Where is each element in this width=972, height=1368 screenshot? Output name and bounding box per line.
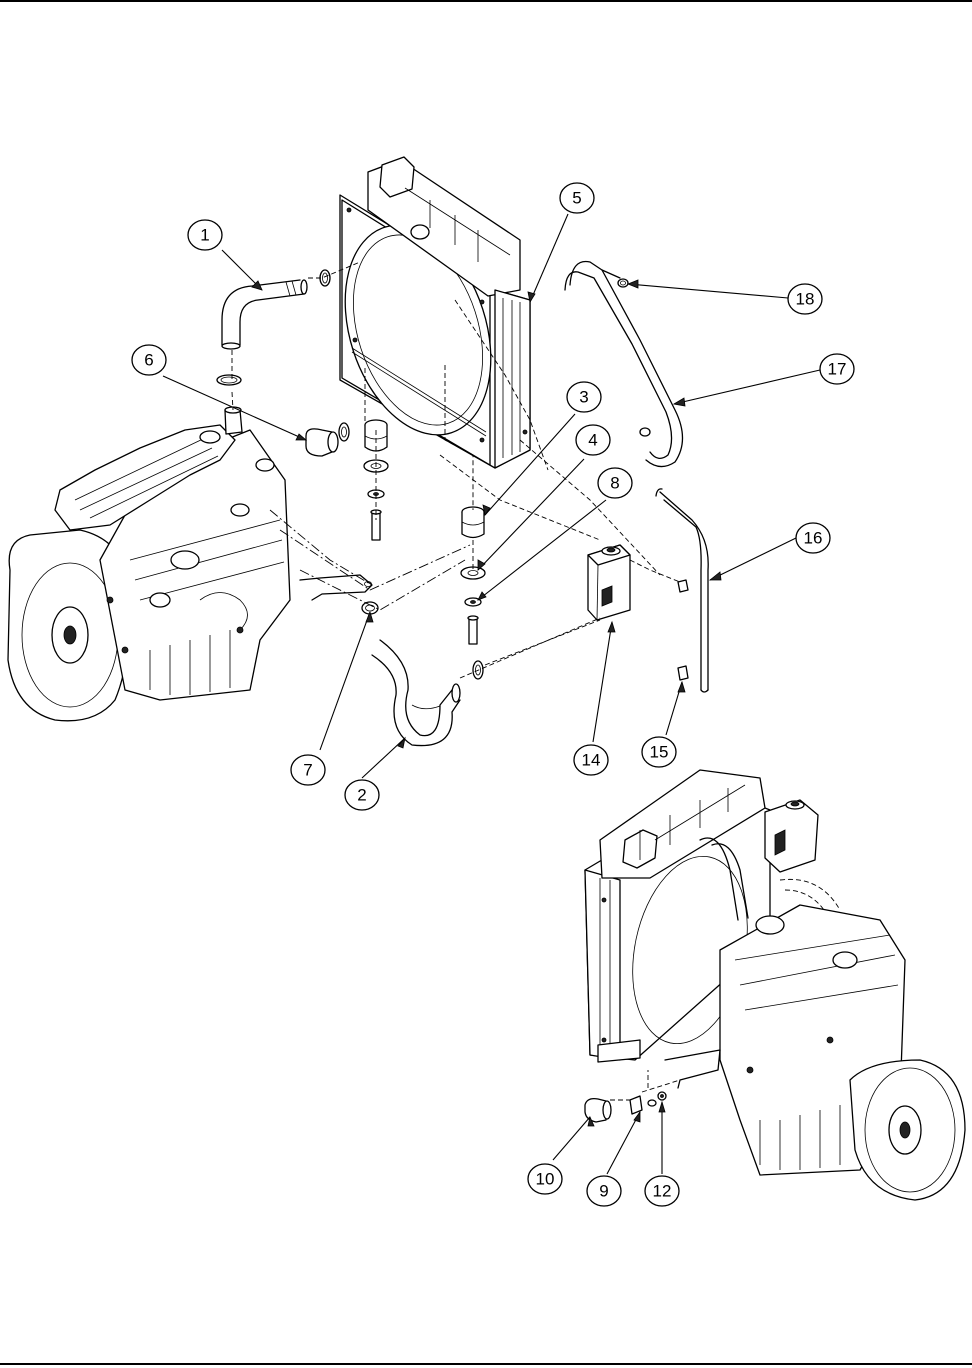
callout-4: 4 [576, 425, 610, 455]
callout-8-label: 8 [610, 474, 619, 493]
callout-10: 10 [528, 1164, 562, 1194]
callout-18: 18 [788, 284, 822, 314]
rubber-mount-6 [306, 429, 338, 456]
hose-clamp-upper [217, 270, 330, 385]
callout-16: 16 [796, 523, 830, 553]
callout-1-label: 1 [200, 226, 209, 245]
callout-14: 14 [574, 745, 608, 775]
callout-4-label: 4 [588, 431, 597, 450]
callout-6: 6 [132, 345, 166, 375]
callout-12: 12 [645, 1176, 679, 1206]
callout-10-label: 10 [536, 1170, 555, 1189]
callout-9-label: 9 [599, 1182, 608, 1201]
callout-15: 15 [642, 737, 676, 767]
callout-3-label: 3 [579, 388, 588, 407]
callout-6-label: 6 [144, 351, 153, 370]
mount-parts-9-10-12 [585, 1092, 666, 1122]
assembled-overflow-tank [765, 800, 818, 872]
coolant-overflow-tank [588, 545, 630, 620]
callout-16-label: 16 [804, 529, 823, 548]
isolator-3 [462, 507, 484, 538]
callout-14-label: 14 [582, 751, 601, 770]
upper-radiator-hose [222, 280, 307, 349]
hose-clamp-18 [618, 279, 628, 287]
callout-2: 2 [345, 780, 379, 810]
callout-3: 3 [567, 382, 601, 412]
engine-left [8, 407, 290, 721]
callout-5-label: 5 [572, 189, 581, 208]
callout-9: 9 [587, 1176, 621, 1206]
callout-17: 17 [820, 354, 854, 384]
callout-15-label: 15 [650, 743, 669, 762]
lower-radiator-hose [372, 640, 460, 746]
radiator [320, 157, 530, 468]
callout-2-label: 2 [357, 786, 366, 805]
callout-7-label: 7 [303, 761, 312, 780]
callout-5: 5 [560, 183, 594, 213]
callout-1: 1 [188, 220, 222, 250]
hose-clip-15 [678, 580, 688, 680]
callout-12-label: 12 [653, 1182, 672, 1201]
callout-7: 7 [291, 755, 325, 785]
callout-18-label: 18 [796, 290, 815, 309]
callout-8: 8 [598, 468, 632, 498]
bolt [468, 616, 478, 644]
mount-clamp [339, 423, 349, 441]
callout-17-label: 17 [828, 360, 847, 379]
